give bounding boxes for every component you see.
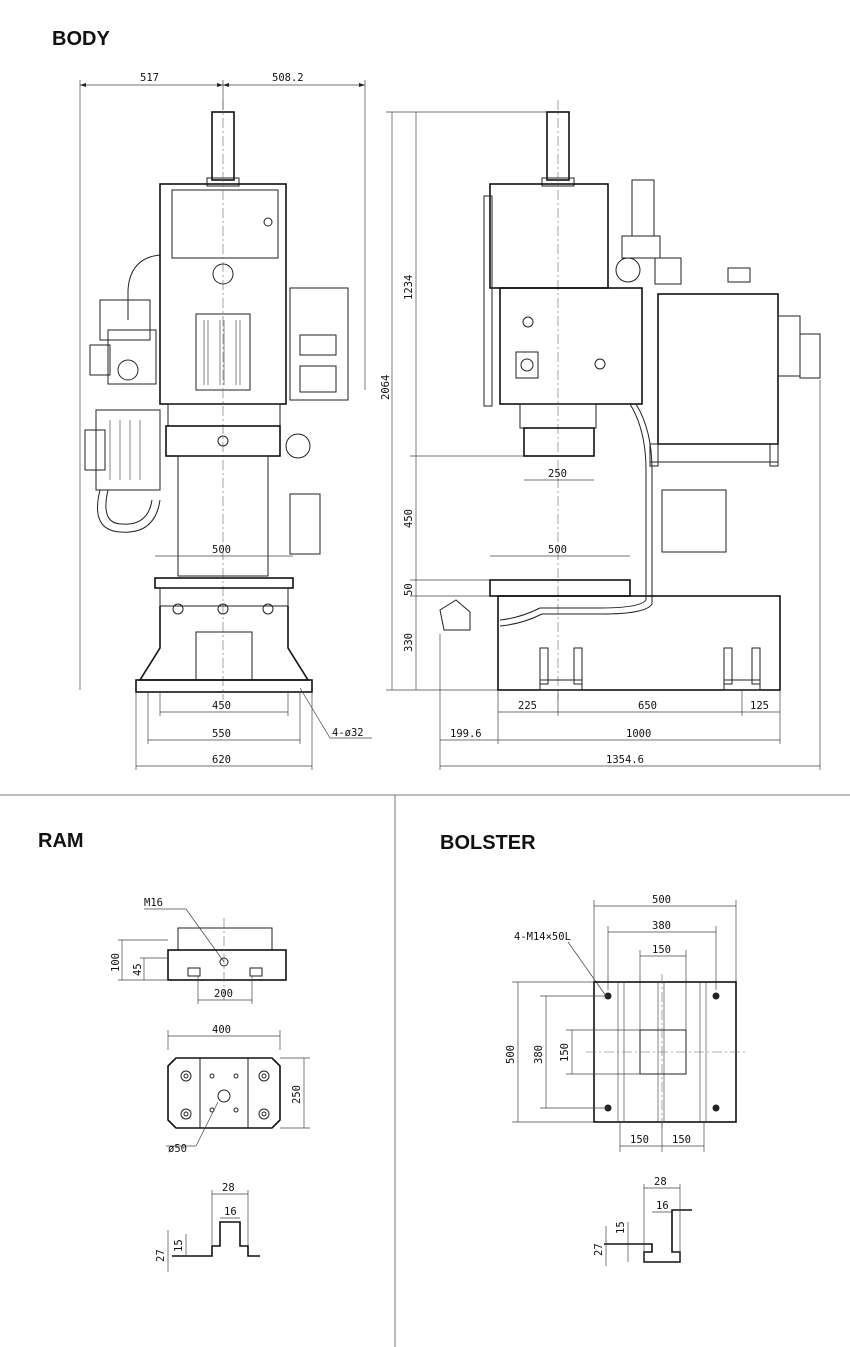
ram-plate-depth: 250 — [291, 1085, 303, 1104]
ram-tslot-top: 28 — [222, 1182, 235, 1194]
dim-bolster-thk: 50 — [403, 583, 415, 596]
dim-side-c: 125 — [750, 700, 769, 712]
body-heading: BODY — [52, 28, 110, 50]
dim-base-inner: 450 — [212, 700, 231, 712]
bolster-tslot-h1: 15 — [615, 1221, 627, 1234]
dim-ram-width: 500 — [212, 544, 231, 556]
ram-plate-width: 400 — [212, 1024, 231, 1036]
dim-side-b: 650 — [638, 700, 657, 712]
dim-side-total: 1354.6 — [606, 754, 644, 766]
dim-daylight: 450 — [403, 509, 415, 528]
dim-side-mid: 1000 — [626, 728, 651, 740]
ram-bore: ø50 — [168, 1143, 187, 1155]
bolster-tapped: 4-M14×50L — [514, 931, 571, 943]
bolster-hole-pitch-v: 380 — [533, 1045, 545, 1064]
ram-height-total: 100 — [110, 953, 122, 972]
ram-slot-width: 200 — [214, 988, 233, 1000]
bolster-heading: BOLSTER — [440, 832, 536, 854]
bolster-width: 500 — [652, 894, 671, 906]
bolster-views: 500 380 150 4-M14×50L 500 380 — [505, 894, 746, 1266]
bolster-tslot-top: 28 — [654, 1176, 667, 1188]
bolster-center-h: 150 — [559, 1043, 571, 1062]
dim-front-right: 508.2 — [272, 72, 304, 84]
dim-bolster-depth: 500 — [548, 544, 567, 556]
bolster-depth: 500 — [505, 1045, 517, 1064]
dim-side-offset: 199.6 — [450, 728, 482, 740]
ram-tslot-h2: 27 — [155, 1249, 167, 1262]
front-view: 517 508.2 — [79, 72, 372, 770]
bolster-center-w: 150 — [652, 944, 671, 956]
side-view: 2064 1234 450 50 330 — [380, 100, 821, 770]
dim-ram-depth: 250 — [548, 468, 567, 480]
dim-base-outer: 620 — [212, 754, 231, 766]
dim-height-upper: 1234 — [403, 275, 415, 300]
ram-views: M16 100 45 200 400 — [110, 897, 310, 1272]
bolster-tslot-h2: 27 — [593, 1243, 605, 1256]
ram-heading: RAM — [38, 830, 84, 852]
bolster-tslot-neck: 16 — [656, 1200, 669, 1212]
dim-front-left: 517 — [140, 72, 159, 84]
dim-height-total: 2064 — [380, 375, 392, 400]
bolster-hole-pitch: 380 — [652, 920, 671, 932]
ram-tslot-neck: 16 — [224, 1206, 237, 1218]
dim-base-mid: 550 — [212, 728, 231, 740]
bolster-half-b: 150 — [672, 1134, 691, 1146]
dim-side-a: 225 — [518, 700, 537, 712]
ram-thread: M16 — [144, 897, 163, 909]
bolster-half-a: 150 — [630, 1134, 649, 1146]
dim-bed-height: 330 — [403, 633, 415, 652]
ram-height-part: 45 — [132, 963, 144, 976]
dim-anchor-holes: 4-ø32 — [332, 727, 364, 739]
ram-tslot-h1: 15 — [173, 1239, 185, 1252]
